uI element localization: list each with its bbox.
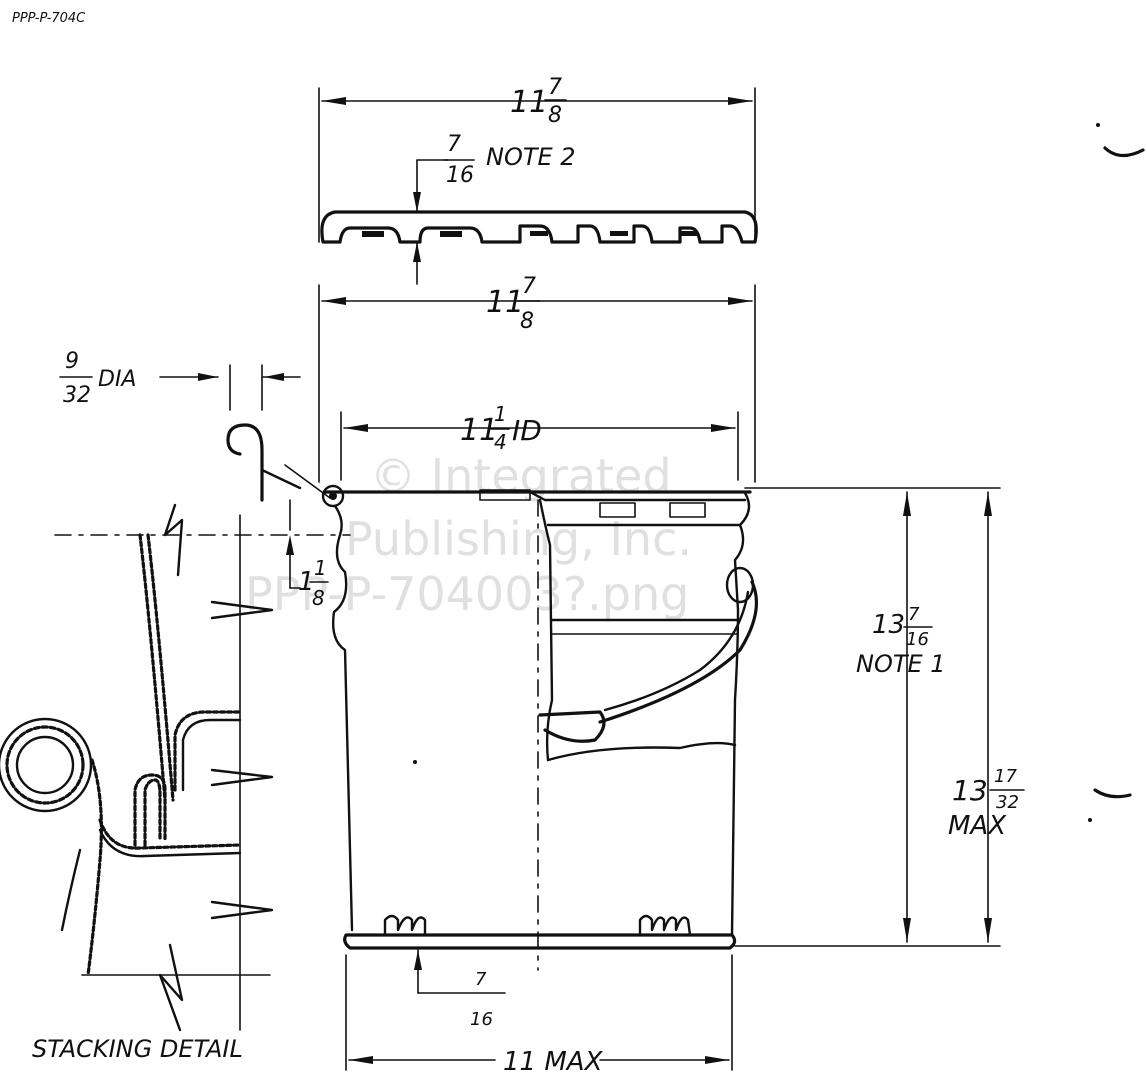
- wire-dia-dimension: 9 32 DIA: [59, 349, 331, 502]
- svg-text:4: 4: [494, 430, 507, 454]
- svg-text:7: 7: [475, 969, 487, 990]
- svg-text:11: 11: [486, 285, 524, 320]
- svg-text:8: 8: [548, 103, 562, 128]
- handle-grip: [538, 710, 606, 743]
- svg-text:1: 1: [298, 567, 315, 597]
- svg-text:16: 16: [906, 629, 929, 650]
- lid-width-label: 11 7 8: [510, 75, 567, 128]
- inner-dia-dimension: 11 1 4 ID: [340, 402, 739, 481]
- svg-text:11 MAX: 11 MAX: [503, 1047, 604, 1075]
- svg-text:16: 16: [470, 1009, 493, 1030]
- watermark-line-3: PPP-P-704003?.png: [245, 567, 689, 621]
- svg-text:8: 8: [312, 586, 325, 610]
- pail-handle: [598, 580, 759, 724]
- document-id: PPP-P-704C: [12, 11, 86, 26]
- svg-text:7: 7: [548, 75, 562, 100]
- svg-text:11: 11: [460, 413, 498, 448]
- svg-text:7: 7: [908, 604, 920, 625]
- stacking-detail: STACKING DETAIL: [0, 503, 274, 1063]
- pail-cutaway-edge: [538, 498, 554, 762]
- lid-note-label: 7 16 NOTE 2: [443, 132, 576, 188]
- watermark-line-1: © Integrated: [370, 449, 672, 503]
- watermark: © Integrated Publishing, Inc. PPP-P-7040…: [245, 449, 692, 621]
- svg-text:1: 1: [494, 402, 507, 426]
- svg-text:DIA: DIA: [98, 367, 136, 392]
- watermark-line-2: Publishing, Inc.: [345, 512, 692, 566]
- svg-text:17: 17: [994, 766, 1017, 787]
- pail-left-wall: [331, 504, 354, 932]
- svg-text:9: 9: [65, 349, 79, 374]
- svg-text:13: 13: [872, 610, 905, 640]
- svg-text:NOTE 2: NOTE 2: [486, 143, 576, 171]
- svg-text:32: 32: [996, 792, 1019, 813]
- svg-text:32: 32: [63, 383, 91, 408]
- stacking-detail-label: STACKING DETAIL: [32, 1035, 243, 1063]
- svg-text:7: 7: [522, 274, 536, 299]
- svg-text:NOTE 1: NOTE 1: [856, 650, 946, 678]
- edge-mark-bottom: [1093, 788, 1132, 799]
- svg-text:7: 7: [447, 132, 461, 157]
- pail-bottom-rim: [343, 933, 737, 950]
- bail-wire-hook: [226, 423, 264, 502]
- svg-text:8: 8: [520, 309, 534, 334]
- bead-drop-dimension: 1 1 8: [54, 499, 351, 610]
- svg-text:11: 11: [510, 85, 548, 120]
- height-dimension: 13 7 16 NOTE 1 13 17 32 MAX: [734, 487, 1025, 947]
- svg-text:MAX: MAX: [948, 811, 1007, 841]
- bottom-dimensions: 7 16 11 MAX: [345, 949, 733, 1077]
- lid-view: [318, 87, 758, 285]
- svg-text:ID: ID: [512, 414, 542, 447]
- pail-body: [321, 484, 759, 971]
- edge-mark-top: [1103, 146, 1145, 158]
- top-width-dimension: 11 7 8: [318, 274, 756, 483]
- pail-right-wall: [730, 491, 751, 937]
- svg-text:16: 16: [446, 163, 474, 188]
- svg-text:13: 13: [952, 774, 988, 807]
- svg-text:1: 1: [314, 556, 327, 580]
- lid-profile: [320, 210, 758, 244]
